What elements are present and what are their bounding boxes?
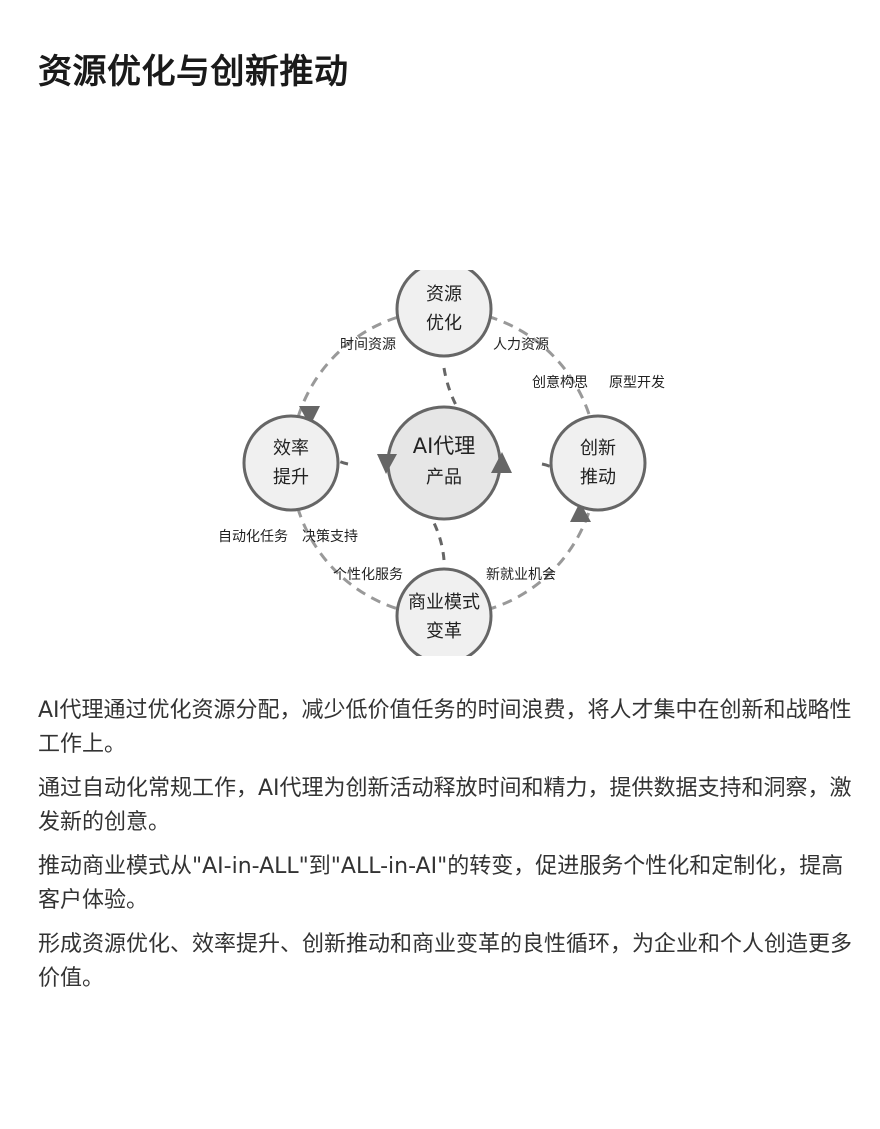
page-title: 资源优化与创新推动 <box>38 52 349 92</box>
label-automated-tasks: 自动化任务 <box>218 529 288 545</box>
node-right-line2: 推动 <box>580 467 616 488</box>
inner-arrow-innovation <box>541 462 582 513</box>
node-efficiency <box>242 414 340 512</box>
node-left-line2: 提升 <box>273 467 309 488</box>
arrowhead-center-right <box>491 452 512 473</box>
body-text: AI代理通过优化资源分配，减少低价值任务的时间浪费，将人才集中在创新和战略性工作… <box>38 694 858 1006</box>
label-decision-support: 决策支持 <box>302 528 358 545</box>
center-line2: 产品 <box>426 467 462 488</box>
label-personalized-service: 个性化服务 <box>333 567 403 583</box>
paragraph-cycle: 形成资源优化、效率提升、创新推动和商业变革的良性循环，为企业和个人创造更多价值。 <box>38 932 853 991</box>
center-node <box>386 405 502 521</box>
node-right-line1: 创新 <box>580 438 616 459</box>
inner-arrow-efficiency <box>306 415 349 466</box>
node-left-line1: 效率 <box>273 438 309 459</box>
node-resource-optimization <box>395 270 493 358</box>
paragraph-resource: AI代理通过优化资源分配，减少低价值任务的时间浪费，将人才集中在创新和战略性工作… <box>38 698 852 757</box>
arrowhead-efficiency <box>299 406 320 426</box>
node-business-model <box>395 567 493 656</box>
label-time-resources: 时间资源 <box>340 337 396 353</box>
paragraph-business-model: 推动商业模式从"AI-in-ALL"到"ALL-in-AI"的转变，促进服务个性… <box>38 854 844 913</box>
label-creative-ideas: 创意构思 <box>532 374 588 391</box>
label-human-resources: 人力资源 <box>493 337 549 353</box>
arrowhead-innovation <box>570 502 591 522</box>
node-bottom-line2: 变革 <box>426 621 462 642</box>
node-innovation <box>549 414 647 512</box>
arrowhead-center-left <box>377 454 397 474</box>
paragraph-automation: 通过自动化常规工作，AI代理为创新活动释放时间和精力，提供数据支持和洞察，激发新… <box>38 776 852 835</box>
label-prototype-dev: 原型开发 <box>609 375 665 391</box>
center-line1: AI代理 <box>413 434 476 458</box>
label-new-jobs: 新就业机会 <box>486 567 556 583</box>
node-top-line2: 优化 <box>426 313 462 334</box>
node-bottom-line1: 商业模式 <box>408 592 480 613</box>
node-top-line1: 资源 <box>426 284 462 305</box>
